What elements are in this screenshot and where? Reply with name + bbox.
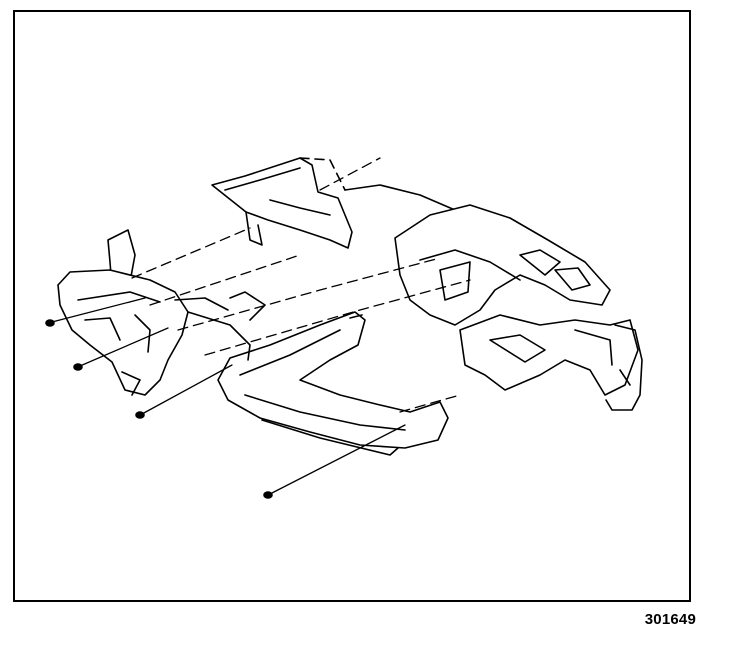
front-crossmember (217, 311, 449, 456)
bolt-4 (263, 424, 406, 499)
bolt-3 (135, 364, 233, 419)
left-frame-rail (57, 229, 266, 396)
right-frame-rail (394, 204, 643, 411)
bolt-2 (73, 327, 169, 371)
alignment-lines (131, 157, 471, 413)
figure-number: 301649 (644, 611, 696, 628)
bolt-1 (45, 297, 146, 327)
